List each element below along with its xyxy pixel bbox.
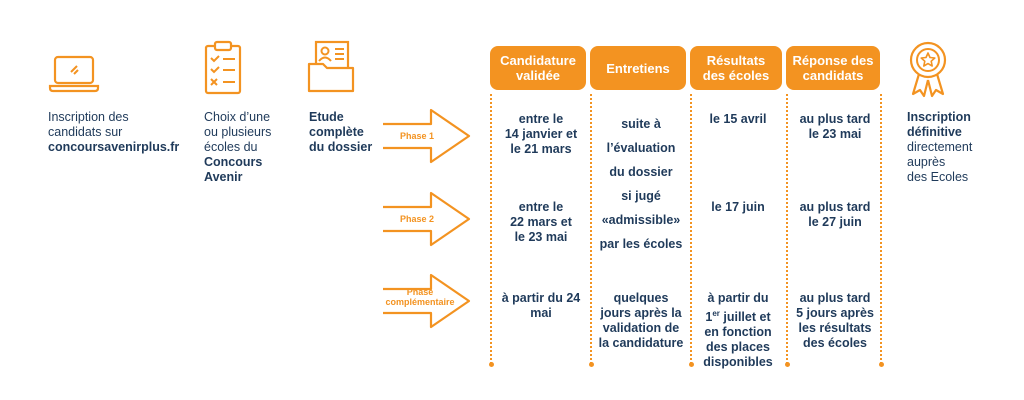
header-entretiens: Entretiens: [590, 46, 686, 90]
phase-1-arrow-icon: [383, 108, 471, 164]
step-choix-ecoles-text: Choix d’une ou plusieurs écoles du Conco…: [204, 110, 272, 184]
column-divider: [786, 94, 788, 364]
divider-dot: [689, 362, 694, 367]
divider-dot: [879, 362, 884, 367]
phase-complementaire-label: Phase complémentaire: [385, 287, 455, 307]
divider-dot: [785, 362, 790, 367]
phase-2-arrow-icon: [383, 191, 471, 247]
column-divider: [490, 94, 492, 364]
resultats-phase-2: le 17 juin: [711, 200, 765, 214]
resultats-phase-1: le 15 avril: [709, 112, 767, 126]
column-divider: [880, 94, 882, 364]
phase-2-label: Phase 2: [399, 214, 435, 224]
divider-dot: [489, 362, 494, 367]
step-inscription-text: Inscription des candidats sur concoursav…: [48, 110, 180, 154]
step-etude-dossier-text: Etude complète du dossier: [309, 110, 373, 154]
divider-dot: [589, 362, 594, 367]
checklist-clipboard-icon: [204, 40, 242, 95]
phase-1-label: Phase 1: [399, 131, 435, 141]
step-inscription-definitive-text: Inscription définitive directement auprè…: [907, 110, 973, 184]
folder-profile-icon: [307, 40, 355, 93]
phase-complementaire-arrow-icon: [383, 273, 471, 329]
award-ribbon-icon: [909, 41, 947, 98]
column-divider: [690, 94, 692, 364]
column-divider: [590, 94, 592, 364]
laptop-icon: [48, 55, 100, 93]
